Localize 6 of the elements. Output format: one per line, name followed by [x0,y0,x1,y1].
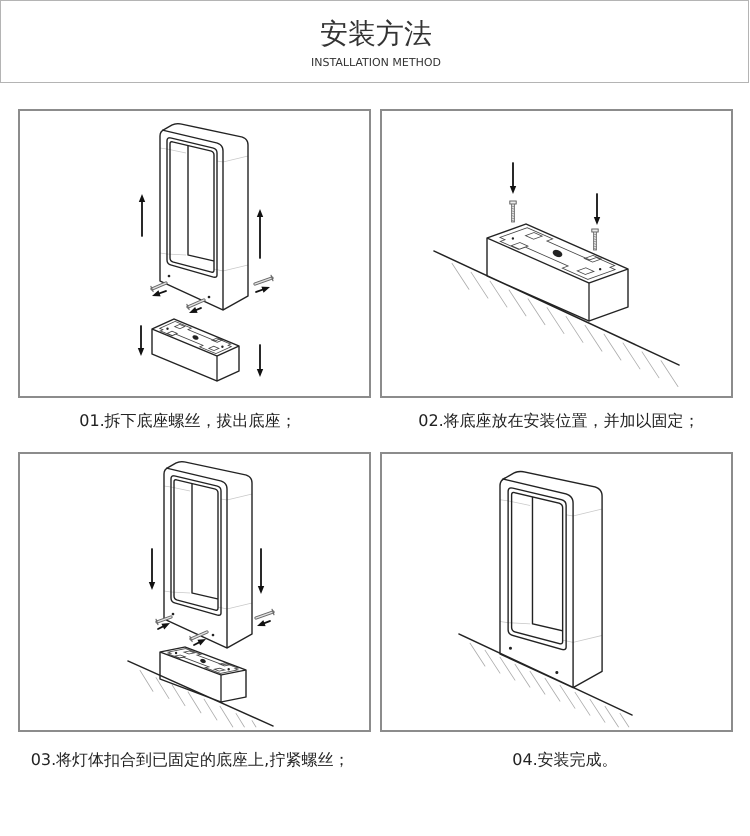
step-caption: 02.将底座放在安装位置，并加以固定； [418,411,700,431]
page-title: 安装方法 [320,17,432,51]
step-caption: 01.拆下底座螺丝，拔出底座； [79,411,297,431]
step-caption: 03.将灯体扣合到已固定的底座上,拧紧螺丝； [30,750,350,770]
step-caption: 04.安装完成。 [512,750,618,770]
subtitle: INSTALLATION METHOD [311,56,441,70]
